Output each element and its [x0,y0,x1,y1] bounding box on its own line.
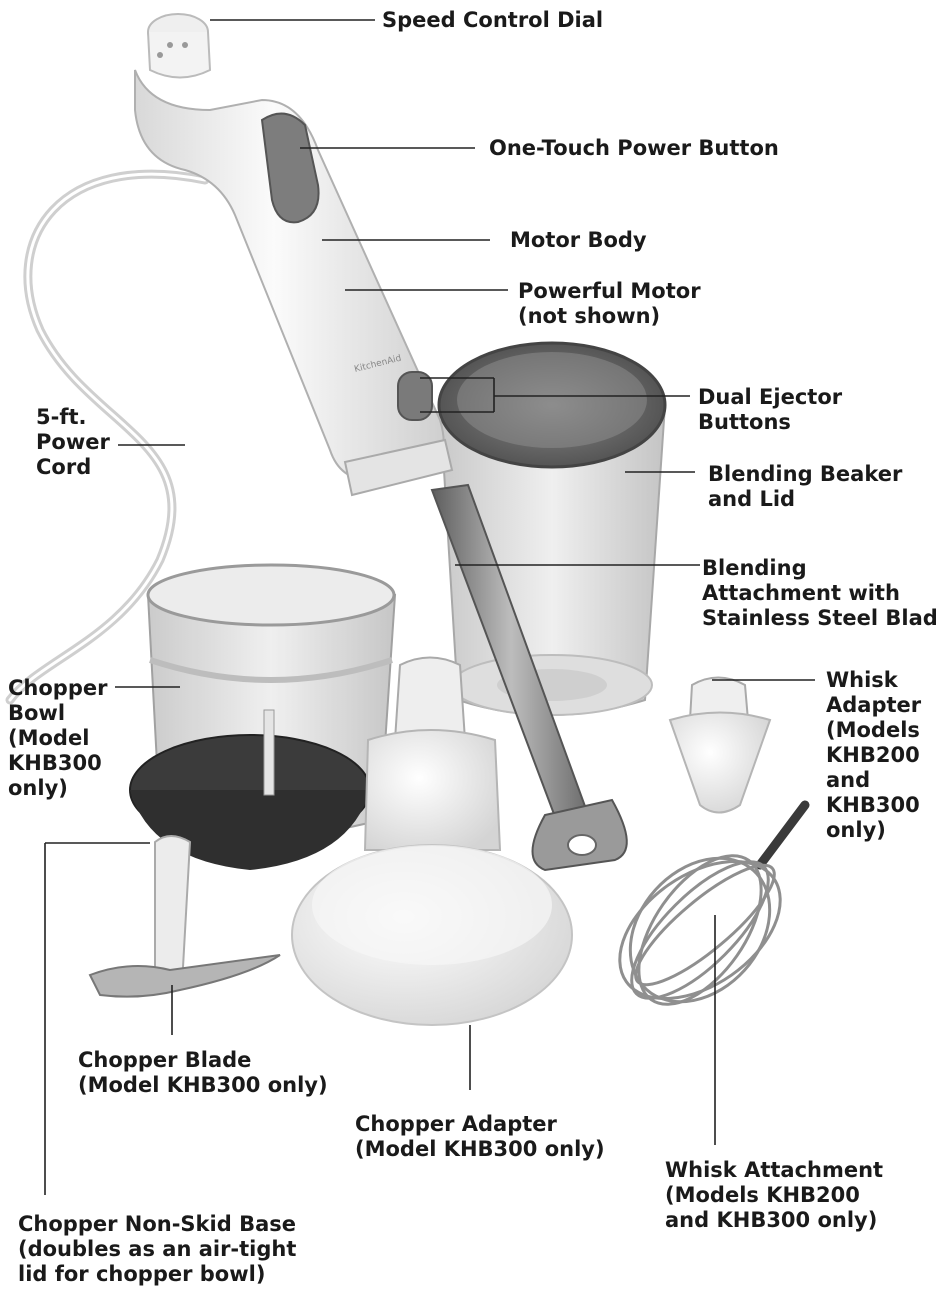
label-one-touch-power-button: One-Touch Power Button [489,136,779,161]
label-dual-ejector-buttons: Dual Ejector Buttons [698,385,842,435]
label-blending-attachment: Blending Attachment with Stainless Steel… [702,556,936,631]
label-blending-beaker: Blending Beaker and Lid [708,462,902,512]
label-whisk-attachment: Whisk Attachment (Models KHB200 and KHB3… [665,1158,883,1233]
chopper-bowl-image [130,565,395,870]
label-whisk-adapter: Whisk Adapter (Models KHB200 and KHB300 … [826,668,921,843]
label-chopper-blade: Chopper Blade (Model KHB300 only) [78,1048,328,1098]
label-powerful-motor: Powerful Motor (not shown) [518,279,701,329]
whisk-adapter-image [670,678,770,813]
label-motor-body: Motor Body [510,228,647,253]
label-chopper-adapter: Chopper Adapter (Model KHB300 only) [355,1112,605,1162]
label-speed-control-dial: Speed Control Dial [382,8,603,33]
label-chopper-base: Chopper Non-Skid Base (doubles as an air… [18,1212,296,1287]
label-power-cord: 5-ft. Power Cord [36,405,110,480]
label-chopper-bowl: Chopper Bowl (Model KHB300 only) [8,676,107,801]
